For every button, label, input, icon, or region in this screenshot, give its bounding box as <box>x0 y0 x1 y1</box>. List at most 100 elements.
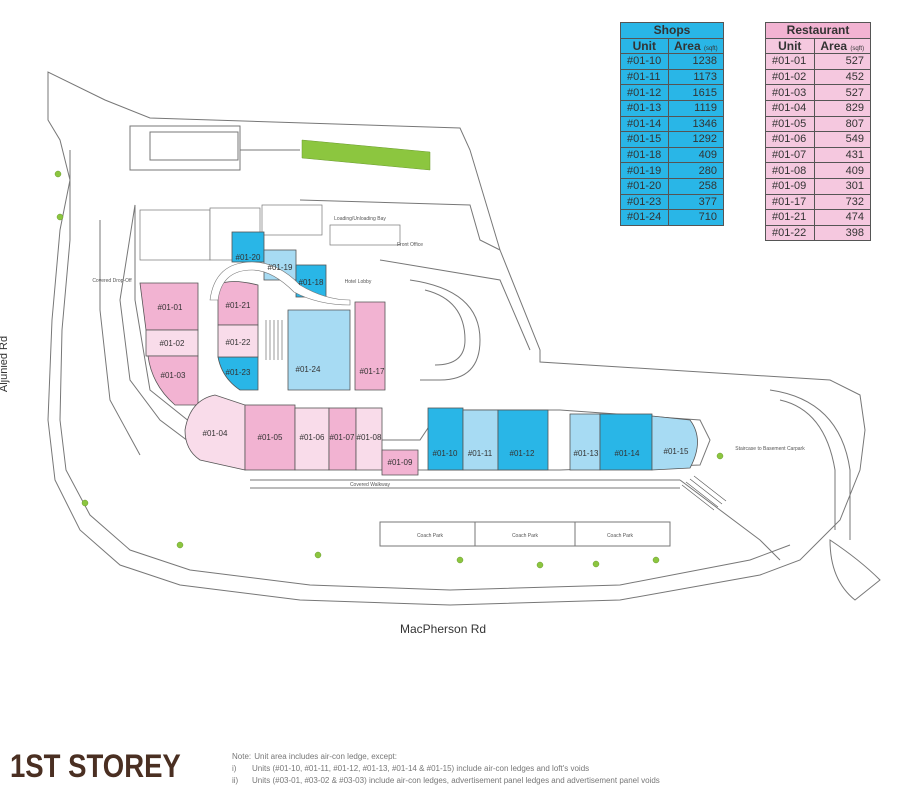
restaurant-col-unit: Unit <box>765 37 815 55</box>
restaurant-unit-cell: #01-22 <box>765 224 815 242</box>
shops-unit-cell: #01-10 <box>620 53 669 70</box>
front-office-label: Front Office <box>397 242 423 248</box>
label-01-08: #01-08 <box>357 433 382 442</box>
label-01-11: #01-11 <box>468 449 493 458</box>
unit-01-20 <box>231 231 265 263</box>
label-01-01: #01-01 <box>158 303 183 312</box>
shops-area-cell: 1238 <box>667 53 725 70</box>
unit-01-08 <box>355 407 383 471</box>
shops-area-cell: 1119 <box>667 99 725 117</box>
floor-plan: #01-01 #01-02 #01-03 #01-04 #01-05 #01-0… <box>47 71 881 606</box>
shops-area-cell: 409 <box>667 146 725 164</box>
shops-col-unit: Unit <box>620 37 669 55</box>
unit-01-07 <box>328 407 357 471</box>
unit-01-11 <box>462 409 499 471</box>
unit-01-15 <box>651 415 698 471</box>
coach-park-label-2: Coach Park <box>512 533 539 539</box>
green-strip <box>301 139 431 171</box>
restaurant-area-cell: 452 <box>813 68 871 86</box>
unit-01-03 <box>147 355 199 406</box>
label-01-12: #01-12 <box>510 449 535 458</box>
restaurant-unit-cell: #01-17 <box>765 193 815 211</box>
shops-area-cell: 258 <box>667 177 725 195</box>
unit-01-14 <box>599 413 653 471</box>
unit-01-06 <box>294 407 330 471</box>
unit-01-17 <box>354 301 386 391</box>
shops-unit-cell: #01-24 <box>620 209 669 226</box>
restaurant-unit-cell: #01-03 <box>765 84 815 101</box>
restaurant-unit-cell: #01-09 <box>765 177 815 195</box>
restaurant-area-cell: 474 <box>813 209 871 226</box>
tree-icons <box>54 170 724 569</box>
shops-unit-cell: #01-13 <box>620 99 669 117</box>
label-01-09: #01-09 <box>388 458 413 467</box>
note-i: i)Units (#01-10, #01-11, #01-12, #01-13,… <box>232 764 590 773</box>
restaurant-unit-cell: #01-05 <box>765 115 815 133</box>
shops-area-cell: 280 <box>667 162 725 179</box>
shops-area-cell: 1346 <box>667 115 725 133</box>
label-01-22: #01-22 <box>226 338 251 347</box>
shops-area-cell: 377 <box>667 193 725 211</box>
restaurant-area-cell: 301 <box>813 177 871 195</box>
drop-off-label: Covered Drop-Off <box>92 278 132 284</box>
site-boundary <box>47 71 866 606</box>
shops-area-cell: 1615 <box>667 84 725 101</box>
restaurant-title: Restaurant <box>765 22 871 39</box>
label-01-19: #01-19 <box>268 263 293 272</box>
label-01-03: #01-03 <box>161 371 186 380</box>
restaurant-area-cell: 732 <box>813 193 871 211</box>
label-01-20: #01-20 <box>236 253 261 262</box>
shops-unit-cell: #01-14 <box>620 115 669 133</box>
unit-01-10 <box>427 407 464 471</box>
label-01-21: #01-21 <box>226 301 251 310</box>
coach-park-label-1: Coach Park <box>417 533 444 539</box>
restaurant-area-cell: 549 <box>813 131 871 148</box>
restaurant-area-cell: 409 <box>813 162 871 179</box>
label-01-04: #01-04 <box>203 429 228 438</box>
label-01-13: #01-13 <box>574 449 599 458</box>
label-01-24: #01-24 <box>296 365 321 374</box>
unit-01-22 <box>217 324 259 358</box>
unit-01-12 <box>497 409 549 471</box>
unit-01-05 <box>244 404 296 471</box>
label-01-15: #01-15 <box>664 447 689 456</box>
coach-park-label-3: Coach Park <box>607 533 634 539</box>
shops-unit-cell: #01-23 <box>620 193 669 211</box>
restaurant-area-cell: 398 <box>813 224 871 242</box>
shops-col-area: Area (sqft) <box>667 37 725 55</box>
restaurant-unit-cell: #01-02 <box>765 68 815 86</box>
covered-walkway-label: Covered Walkway <box>350 482 391 488</box>
loading-bay-label: Loading/Unloading Bay <box>334 216 386 222</box>
restaurant-unit-cell: #01-07 <box>765 146 815 164</box>
shops-area-cell: 1292 <box>667 131 725 148</box>
label-01-02: #01-02 <box>160 339 185 348</box>
restaurant-unit-cell: #01-08 <box>765 162 815 179</box>
label-01-07: #01-07 <box>330 433 355 442</box>
shops-unit-cell: #01-15 <box>620 131 669 148</box>
shops-unit-cell: #01-11 <box>620 68 669 86</box>
restaurant-area-cell: 527 <box>813 53 871 70</box>
restaurant-area-cell: 807 <box>813 115 871 133</box>
hotel-lobby-label: Hotel Lobby <box>345 279 372 285</box>
shops-area-cell: 1173 <box>667 68 725 86</box>
